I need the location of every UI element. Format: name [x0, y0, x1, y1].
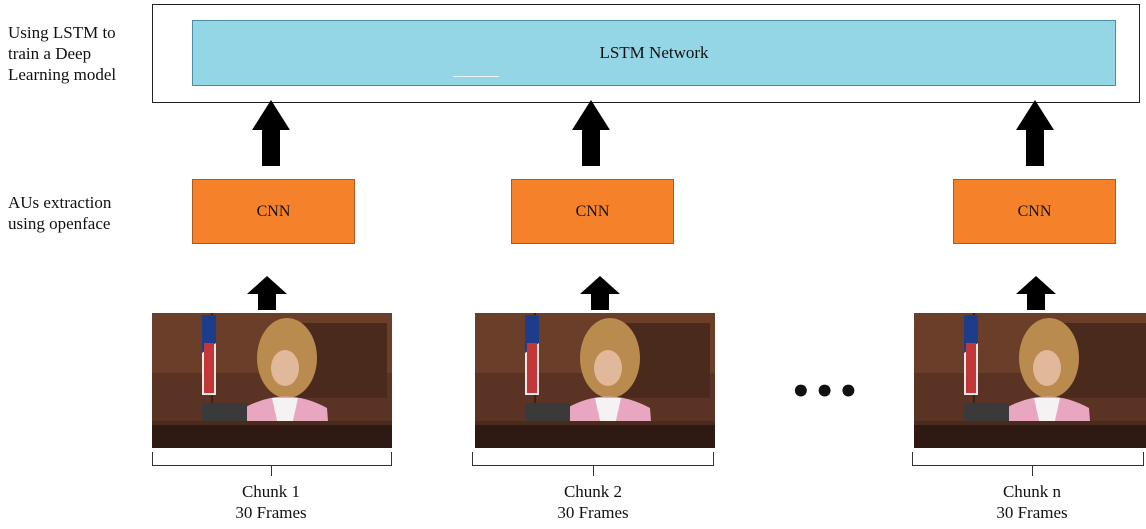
- ellipsis-more-chunks: •••: [790, 372, 862, 412]
- cnn-box-n: CNN: [953, 179, 1116, 244]
- lstm-network-box: LSTM Network: [192, 20, 1116, 86]
- arrow-cnn1-to-lstm: [252, 100, 290, 166]
- chunk-n-bracket-tick: [1032, 466, 1033, 476]
- arrow-frame1-to-cnn: [247, 276, 287, 310]
- chunk-n-label: Chunk n 30 Frames: [947, 481, 1117, 523]
- chunk-1-bracket-tick: [271, 466, 272, 476]
- chunk-n-bracket: [912, 452, 1144, 466]
- chunk-1-bracket: [152, 452, 392, 466]
- chunk-2-bracket: [472, 452, 714, 466]
- chunk-1-name: Chunk 1: [241, 482, 301, 501]
- chunk-1-frames: 30 Frames: [235, 503, 307, 522]
- arrow-framen-to-cnn: [1016, 276, 1056, 310]
- arrow-cnnn-to-lstm: [1016, 100, 1054, 166]
- cnn-label-2: CNN: [575, 202, 610, 220]
- cnn-label-1: CNN: [256, 202, 291, 220]
- chunk-2-name: Chunk 2: [563, 482, 623, 501]
- aus-stage-label: AUs extraction using openface: [8, 193, 112, 233]
- chunk-2-label: Chunk 2 30 Frames: [508, 481, 678, 523]
- chunk-2-bracket-tick: [593, 466, 594, 476]
- chunk-n-frames: 30 Frames: [996, 503, 1068, 522]
- cnn-box-1: CNN: [192, 179, 355, 244]
- cnn-box-2: CNN: [511, 179, 674, 244]
- lstm-highlight-mark: [453, 76, 499, 77]
- chunk-2-frames: 30 Frames: [557, 503, 629, 522]
- arrow-cnn2-to-lstm: [572, 100, 610, 166]
- lstm-stage-label: Using LSTM to train a Deep Learning mode…: [8, 23, 117, 84]
- video-frame-chunk-2: [475, 313, 715, 448]
- chunk-n-name: Chunk n: [1002, 482, 1062, 501]
- video-frame-chunk-n: [914, 313, 1146, 448]
- arrow-frame2-to-cnn: [580, 276, 620, 310]
- video-frame-chunk-1: [152, 313, 392, 448]
- chunk-1-label: Chunk 1 30 Frames: [186, 481, 356, 523]
- cnn-label-n: CNN: [1017, 202, 1052, 220]
- lstm-network-label: LSTM Network: [599, 43, 709, 62]
